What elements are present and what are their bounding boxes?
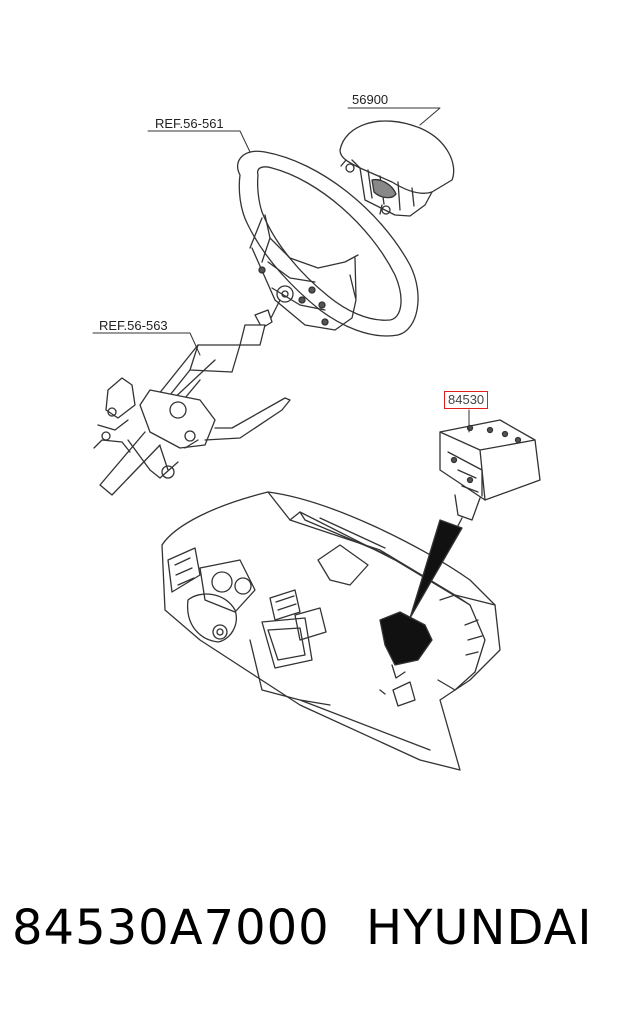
part-number: 84530A7000 (12, 900, 330, 956)
callout-airbag-module: 56900 (352, 92, 389, 107)
driver-airbag-module (339, 120, 455, 217)
steering-wheel (237, 150, 419, 337)
dashboard (161, 491, 501, 771)
parts-diagram (92, 107, 541, 771)
footer: 84530A7000 HYUNDAI (0, 900, 620, 980)
callout-passenger-airbag: 84530 (444, 391, 489, 409)
callout-steering-column-ref: REF.56-563 (99, 318, 168, 333)
steering-column (93, 309, 291, 496)
callout-leader-lines (92, 107, 470, 433)
brand-name: HYUNDAI (366, 900, 593, 956)
passenger-airbag-module (439, 419, 541, 546)
callout-steering-wheel-ref: REF.56-561 (155, 116, 224, 131)
